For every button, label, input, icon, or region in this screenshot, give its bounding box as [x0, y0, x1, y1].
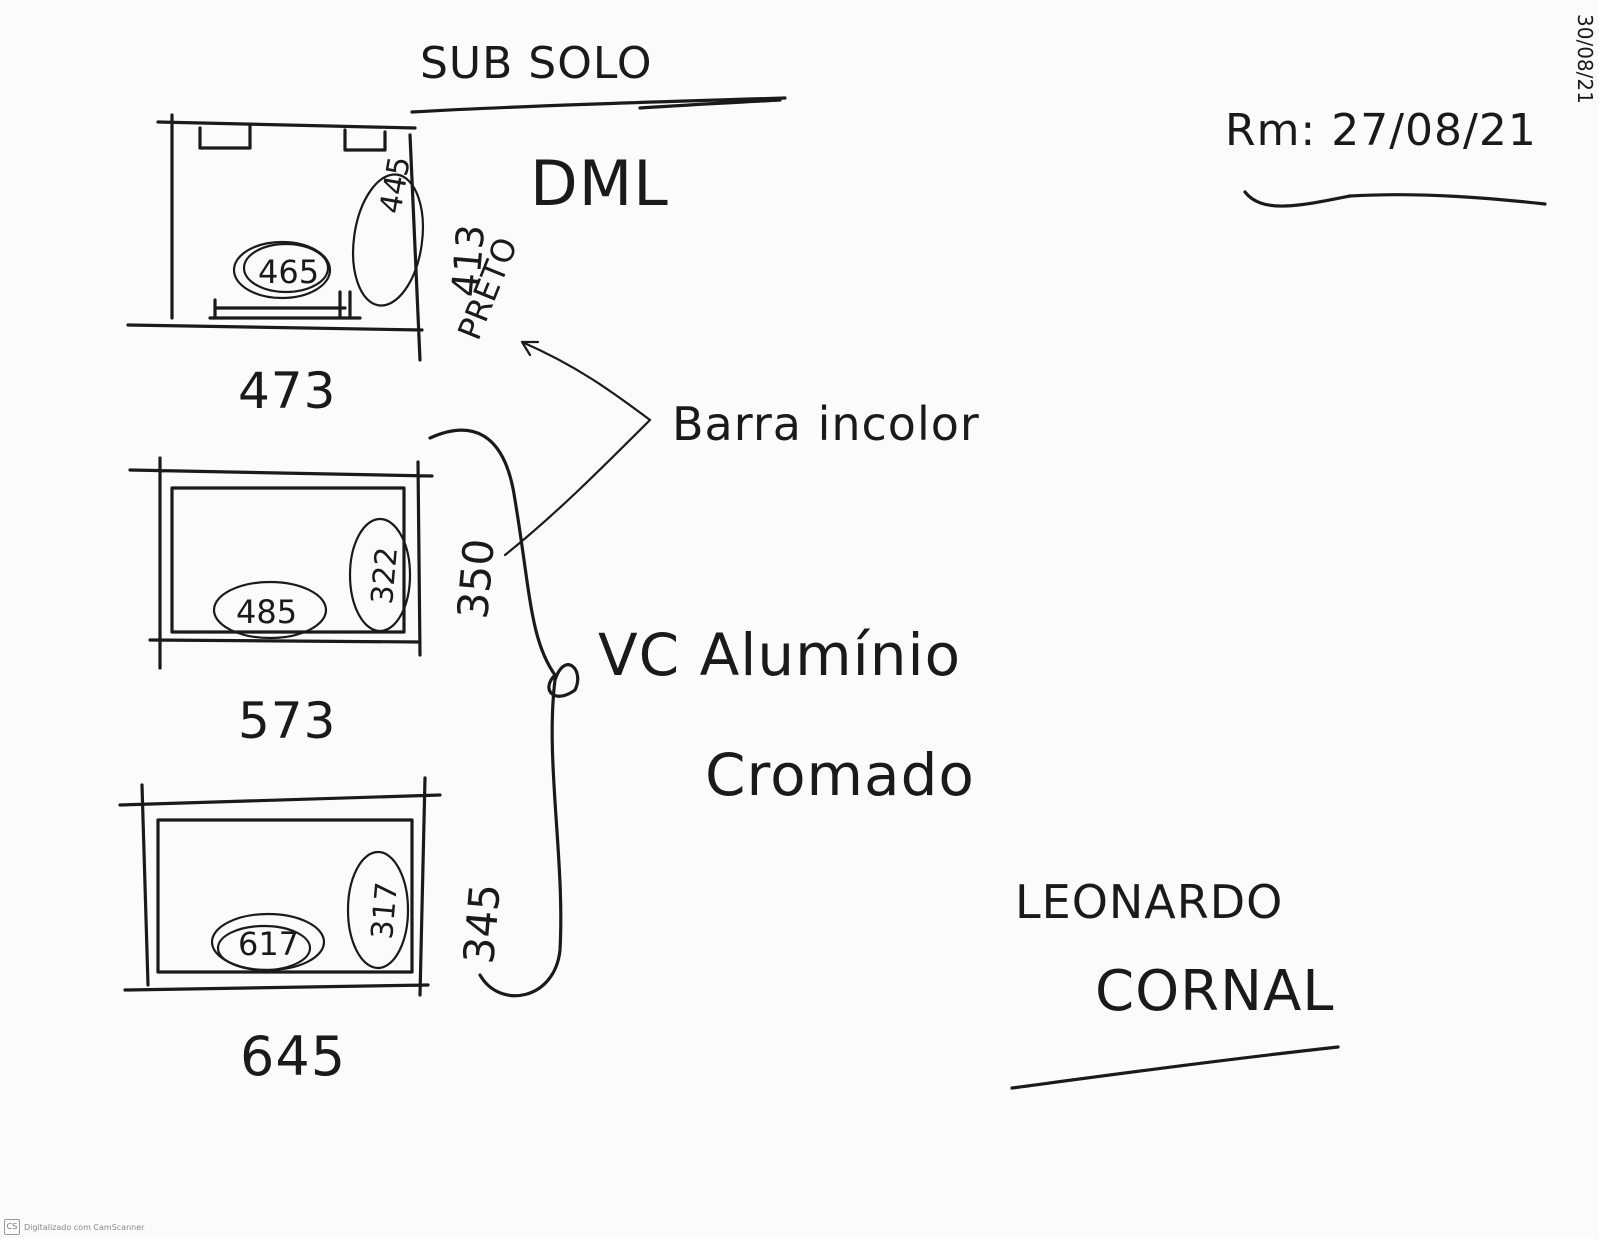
- frame-1-clips: [198, 124, 387, 152]
- side-label-413: 413: [443, 223, 493, 299]
- frame-3-width-label: 645: [240, 1025, 346, 1088]
- frame-2-width-label: 573: [238, 692, 336, 750]
- date-mark: 30/08/21: [1573, 14, 1597, 104]
- title-underline: [410, 96, 787, 114]
- brace-line: [428, 428, 580, 998]
- signature-line2: CORNAL: [1095, 959, 1335, 1024]
- frame-3-oval-bottom-label: 617: [238, 925, 299, 963]
- frame-1-oval-bottom-label: 465: [258, 253, 319, 291]
- frame-1-bottom-rail: [208, 290, 362, 320]
- frame-2-oval-right: [348, 517, 412, 633]
- frame-1-outline: [126, 113, 424, 362]
- frame-2-oval-bottom: [212, 580, 328, 640]
- frame-2-outline-outer: [128, 456, 434, 670]
- rm-date: Rm: 27/08/21: [1225, 105, 1537, 156]
- barra-incolor-note: Barra incolor: [672, 397, 980, 451]
- frame-1-width-label: 473: [238, 362, 336, 420]
- frame-3-outline-inner: [156, 818, 414, 974]
- frame-3-oval-right: [346, 850, 410, 970]
- frame-2-oval-bottom-label: 485: [236, 593, 297, 631]
- frame-2: 485 322 350 573: [128, 456, 504, 750]
- frame-2-oval-right-label: 322: [365, 546, 405, 606]
- frame-3-outline-outer: [118, 776, 442, 997]
- frame-3: 617 317 345 645: [118, 776, 510, 1088]
- scanner-footer: CS Digitalizado com CamScanner: [4, 1219, 144, 1235]
- frame-3-oval-bottom-inner: [216, 924, 312, 972]
- scanner-footer-text: Digitalizado com CamScanner: [24, 1222, 145, 1232]
- vc-aluminio-note: VC Alumínio: [598, 621, 961, 689]
- frame-1-oval-right-label: 445: [373, 154, 417, 216]
- frame-1-oval-bottom: [232, 240, 332, 300]
- frame-3-oval-right-label: 317: [365, 881, 405, 941]
- frame-2-height-label: 350: [448, 537, 504, 621]
- frame-1: 465 445 473: [126, 113, 424, 420]
- frame-1-oval-right: [352, 173, 424, 307]
- frame-3-height-label: 345: [454, 882, 510, 966]
- page-title: SUB SOLO: [420, 38, 652, 89]
- signature-line1: LEONARDO: [1015, 875, 1283, 929]
- arrow-to-350: [503, 418, 652, 557]
- dml-note: DML: [530, 147, 669, 220]
- camscanner-icon: CS: [4, 1219, 20, 1235]
- cromado-note: Cromado: [705, 741, 975, 809]
- frame-1-oval-bottom-inner: [242, 242, 330, 294]
- frame-2-outline-inner: [170, 486, 406, 634]
- rm-date-underline: [1243, 190, 1547, 208]
- signature-underline: [1010, 1045, 1340, 1090]
- arrow-to-preto: [520, 340, 652, 422]
